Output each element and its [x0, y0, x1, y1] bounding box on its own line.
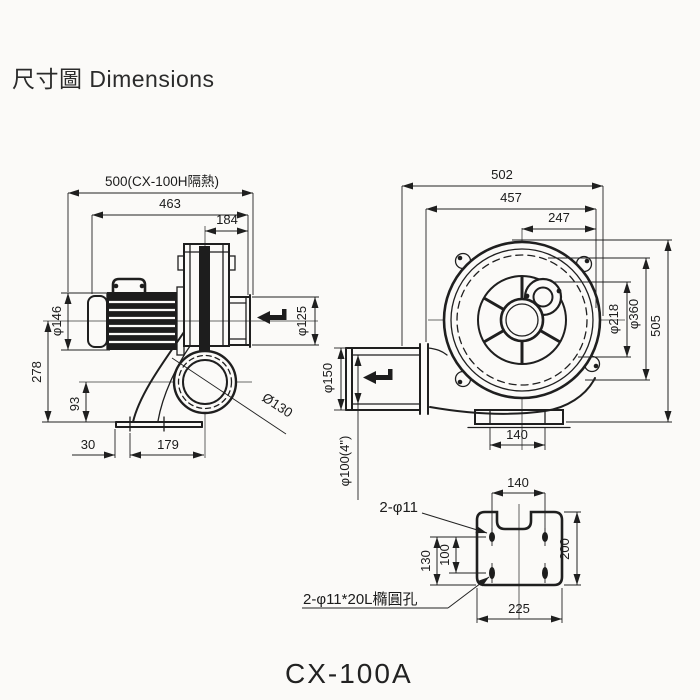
airflow-arrow-icon [257, 309, 287, 324]
dia130-leader [171, 357, 287, 435]
dim-505: 505 [648, 315, 663, 337]
dim-179: 179 [157, 437, 179, 452]
dim-93: 93 [67, 397, 82, 411]
dim-30: 30 [81, 437, 95, 452]
side-view: 500(CX-100H隔熱) 463 184 φ146 278 93 30 [29, 174, 319, 459]
dim-flange-dia: φ150 [320, 363, 335, 393]
front-view-dimensions: 502 457 247 φ218 φ360 505 [320, 167, 672, 500]
dim-184: 184 [216, 212, 238, 227]
base-detail-dimensions: 140 2-φ11 130 100 200 225 2-φ11*20L橢圓孔 [302, 475, 581, 623]
dim-bolt-circle-dia: φ360 [626, 299, 641, 329]
page-title: 尺寸圖 Dimensions [12, 66, 215, 92]
side-outlet-duct [228, 294, 251, 348]
dim-130: 130 [418, 550, 433, 572]
inlet-circle [172, 349, 238, 415]
dim-463: 463 [159, 196, 181, 211]
plate-outline [475, 510, 564, 587]
dim-502: 502 [491, 167, 513, 182]
dim-200: 200 [557, 538, 572, 560]
hub [499, 297, 545, 343]
scroll-outline [132, 331, 191, 423]
label-top-holes: 2-φ11 [379, 499, 418, 516]
plate-holes [489, 528, 548, 583]
dim-ring-dia: φ218 [606, 304, 621, 334]
label-slot-holes: 2-φ11*20L橢圓孔 [303, 591, 418, 608]
bolt-circle [456, 254, 588, 386]
motor-fins [109, 300, 175, 344]
airflow-arrow-icon [363, 369, 393, 384]
front-view: 502 457 247 φ218 φ360 505 [320, 167, 672, 500]
dim-base-140: 140 [506, 427, 528, 442]
duct-to-casing [427, 347, 448, 356]
dim-overall-length: 500(CX-100H隔熱) [105, 174, 219, 189]
motor-end-cap [87, 295, 108, 348]
dim-247: 247 [548, 210, 570, 225]
dim-inlet-dia: Ø130 [260, 390, 296, 421]
front-duct [345, 343, 429, 415]
slot-holes-leader [447, 576, 490, 609]
front-base [467, 409, 571, 429]
motor-handle [111, 277, 147, 294]
dim-457: 457 [500, 190, 522, 205]
inlet-ring [477, 275, 567, 365]
dim-hole-span: 140 [507, 475, 529, 490]
side-base [42, 416, 203, 432]
dim-motor-dia: φ146 [49, 306, 64, 336]
dim-duct-dia: φ100(4") [337, 436, 352, 487]
motor [87, 277, 185, 356]
dim-outlet-dia: φ125 [294, 306, 309, 336]
top-holes-leader [421, 512, 488, 534]
model-label: CX-100A [285, 658, 413, 689]
hole-top-right [542, 532, 548, 542]
slot-bottom-right [542, 567, 548, 579]
dim-225: 225 [508, 601, 530, 616]
dim-278: 278 [29, 361, 44, 383]
hole-top-left [489, 532, 495, 542]
slot-bottom-left [489, 567, 495, 579]
housing [177, 243, 236, 368]
dim-100: 100 [437, 544, 452, 566]
base-plate-detail: 140 2-φ11 130 100 200 225 2-φ11*20L橢圓孔 [302, 475, 581, 623]
